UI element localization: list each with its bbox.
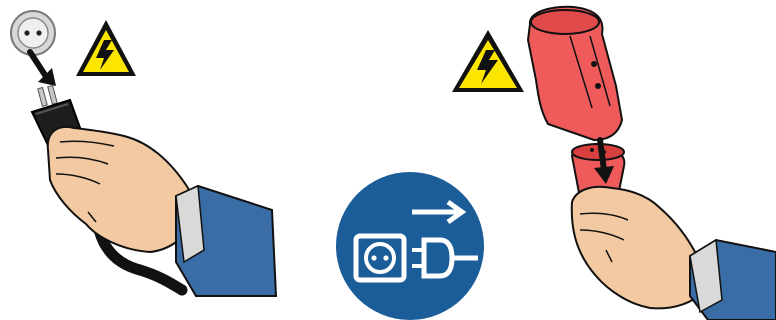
sleeve bbox=[690, 240, 776, 320]
high-voltage-warning-icon bbox=[452, 30, 524, 92]
down-arrow-icon bbox=[30, 52, 56, 86]
left-panel bbox=[11, 11, 276, 296]
sleeve bbox=[176, 186, 276, 296]
schuko-socket-icon bbox=[11, 11, 55, 55]
red-connector-cover-icon bbox=[528, 7, 622, 140]
disconnect-mains-plug-sign-icon bbox=[336, 172, 484, 320]
high-voltage-warning-icon bbox=[76, 20, 136, 76]
right-panel bbox=[452, 7, 776, 320]
hand-icon bbox=[572, 187, 704, 309]
